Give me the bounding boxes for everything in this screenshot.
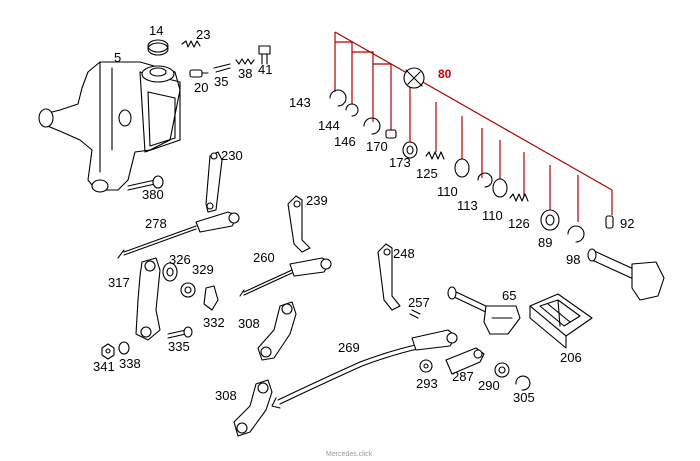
- shaft-65: [447, 286, 521, 335]
- label-98: 98: [566, 252, 580, 267]
- label-341: 341: [93, 359, 115, 374]
- bushing-173: [402, 141, 418, 159]
- label-260: 260: [253, 250, 275, 265]
- clip-332: [203, 285, 219, 311]
- shift-fork-80: [403, 67, 425, 89]
- label-278: 278: [145, 216, 167, 231]
- label-113: 113: [457, 198, 478, 213]
- label-248: 248: [393, 246, 415, 261]
- label-335: 335: [168, 339, 190, 354]
- bracket-239: [287, 195, 311, 253]
- bolt-380: [127, 175, 164, 191]
- label-290: 290: [478, 378, 500, 393]
- label-287: 287: [452, 369, 474, 384]
- label-35: 35: [214, 74, 228, 89]
- lever-287: [445, 347, 485, 375]
- bracket-248: [377, 243, 401, 311]
- label-317: 317: [108, 275, 130, 290]
- label-206: 206: [560, 350, 582, 365]
- washer-14: [147, 39, 169, 56]
- bushing-290: [494, 362, 510, 378]
- bolt-335: [167, 326, 193, 339]
- rod-278: [117, 211, 240, 259]
- label-308a: 308: [238, 316, 260, 331]
- label-329: 329: [192, 262, 214, 277]
- label-41: 41: [258, 62, 272, 77]
- label-65: 65: [502, 288, 516, 303]
- bolt-20: [189, 69, 209, 78]
- label-338: 338: [119, 356, 141, 371]
- watermark: Mercedes.click: [326, 451, 373, 458]
- spring-38: [235, 58, 255, 65]
- lever-317: [135, 257, 161, 341]
- pin-170: [385, 129, 397, 139]
- label-126: 126: [508, 216, 530, 231]
- group-80-bracket: [334, 31, 613, 222]
- label-305: 305: [513, 390, 535, 405]
- cover-206: [529, 293, 593, 349]
- clip-305: [515, 375, 531, 391]
- clip-144: [345, 103, 359, 117]
- pin-92: [605, 215, 614, 229]
- nut-341: [101, 343, 115, 360]
- label-92: 92: [620, 216, 634, 231]
- bushing-329: [180, 282, 196, 298]
- label-89: 89: [538, 235, 552, 250]
- label-110b: 110: [482, 208, 503, 223]
- label-125: 125: [416, 166, 438, 181]
- label-144: 144: [318, 118, 340, 133]
- label-293: 293: [416, 376, 438, 391]
- label-308b: 308: [215, 388, 237, 403]
- label-332: 332: [203, 315, 225, 330]
- circlip-113: [477, 172, 493, 188]
- spring-126: [509, 193, 529, 202]
- part-labels: 5 14 23 20 35 38 41 80 143 144 146 170 1…: [93, 23, 634, 405]
- washer-338: [118, 341, 130, 355]
- label-173: 173: [389, 155, 411, 170]
- circlip-146: [363, 117, 381, 135]
- label-14: 14: [149, 23, 163, 38]
- spring-23: [181, 40, 201, 48]
- label-230: 230: [221, 148, 243, 163]
- label-23: 23: [196, 27, 210, 42]
- washer-110a: [454, 158, 470, 178]
- label-5: 5: [114, 50, 121, 65]
- label-239: 239: [306, 193, 328, 208]
- rod-269: [271, 329, 458, 409]
- bolt-41: [258, 45, 271, 65]
- screw-35: [213, 63, 231, 73]
- label-38: 38: [238, 66, 252, 81]
- label-257: 257: [408, 295, 430, 310]
- lever-230: [205, 151, 223, 213]
- washer-326: [162, 262, 178, 282]
- label-20: 20: [194, 80, 208, 95]
- label-110a: 110: [437, 184, 458, 199]
- lever-308-lower: [233, 379, 273, 437]
- bushing-89: [540, 209, 560, 231]
- label-326: 326: [169, 252, 191, 267]
- shift-housing-5: [38, 61, 181, 193]
- lever-308-upper: [257, 301, 297, 361]
- circlip-143: [329, 89, 347, 107]
- rod-260: [239, 257, 332, 297]
- label-80: 80: [438, 67, 452, 81]
- selector-shaft: [587, 248, 665, 301]
- label-146: 146: [334, 134, 356, 149]
- label-143: 143: [289, 95, 311, 110]
- label-269: 269: [338, 340, 360, 355]
- label-380: 380: [142, 187, 164, 202]
- washer-110b: [492, 178, 508, 198]
- screw-257: [409, 309, 421, 319]
- bushing-293: [419, 359, 433, 373]
- label-170: 170: [366, 139, 388, 154]
- circlip-98: [567, 225, 585, 243]
- spring-125: [425, 151, 445, 160]
